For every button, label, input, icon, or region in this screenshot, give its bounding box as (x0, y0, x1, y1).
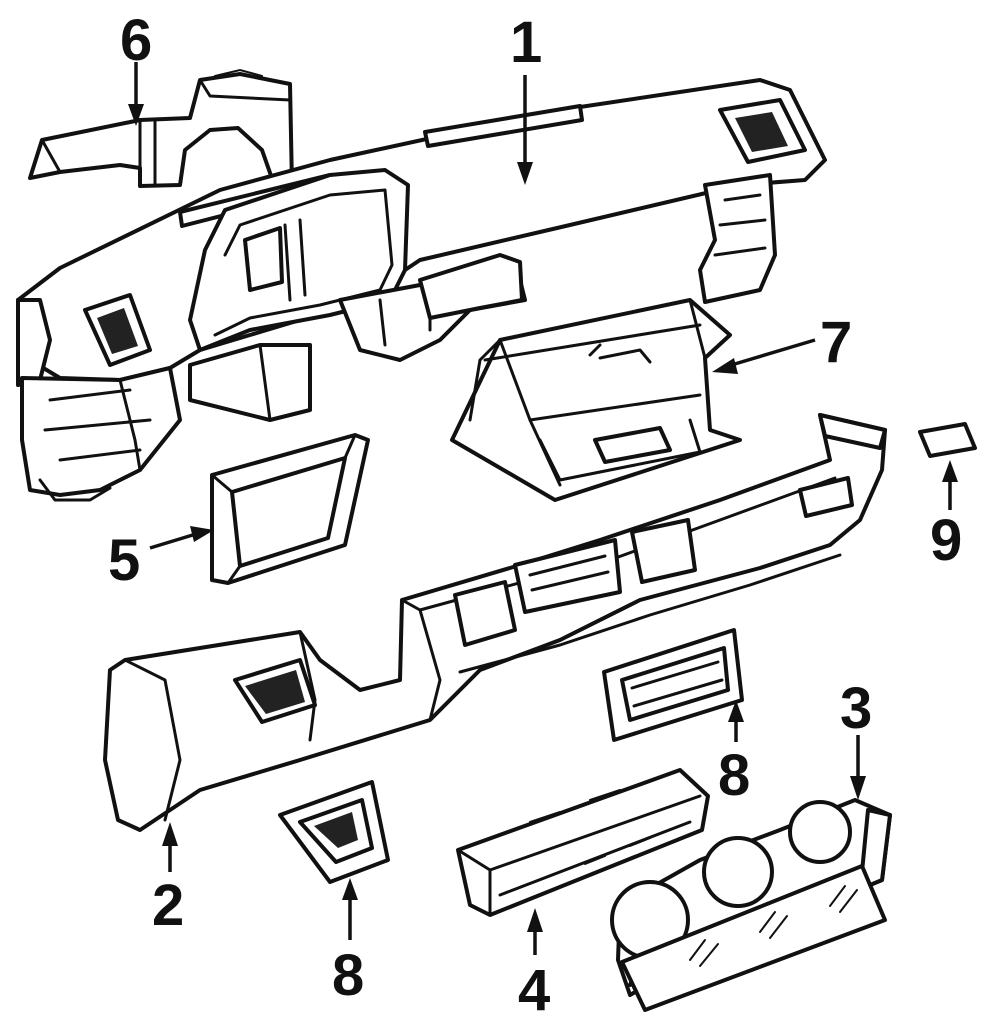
callout-9: 9 (930, 460, 962, 573)
callout-9-label: 9 (930, 508, 962, 573)
callout-5-label: 5 (108, 528, 140, 593)
part-4-tray (456, 768, 710, 917)
part-1-instrument-panel (16, 78, 827, 502)
part-8-vent-upper (602, 628, 744, 742)
callout-8-upper: 8 (718, 700, 750, 808)
callout-3: 3 (840, 676, 872, 800)
callout-1: 1 (510, 10, 542, 185)
callout-7-label: 7 (820, 310, 852, 375)
part-8-vent-lower (278, 780, 390, 884)
callout-3-label: 3 (840, 676, 872, 741)
callout-1-label: 1 (510, 10, 542, 75)
callout-7: 7 (712, 310, 852, 375)
part-2-lower-trim (103, 413, 887, 832)
part-5-cluster-bezel (210, 433, 370, 585)
callout-5: 5 (108, 526, 214, 593)
part-6-bracket (28, 68, 294, 192)
callout-8-lower-label: 8 (332, 943, 364, 1008)
callout-2: 2 (152, 822, 184, 938)
callout-6-label: 6 (120, 8, 152, 73)
part-3-gauge-cluster (610, 798, 892, 1012)
callout-2-label: 2 (152, 873, 184, 938)
callout-6: 6 (120, 8, 152, 126)
part-9-clip (918, 422, 977, 458)
callout-4-label: 4 (518, 958, 550, 1023)
callout-4: 4 (518, 908, 550, 1023)
callout-8-lower: 8 (332, 878, 364, 1008)
callout-8-upper-label: 8 (718, 743, 750, 808)
part-7-glove-box (450, 298, 742, 502)
